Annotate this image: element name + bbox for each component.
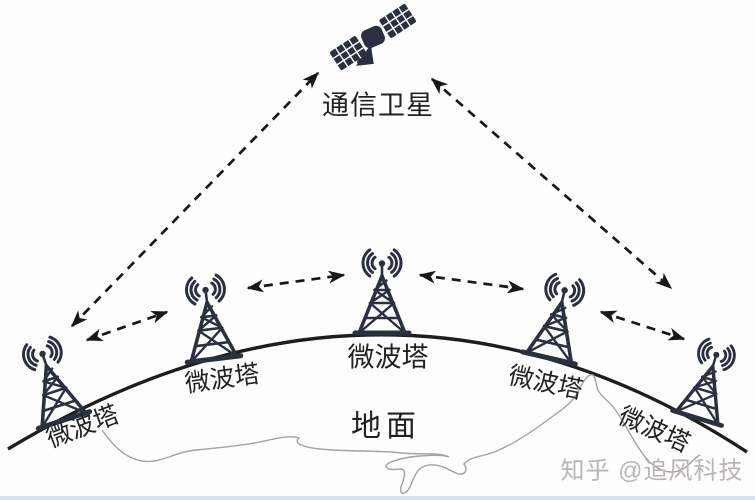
solar-panel-right-icon — [379, 4, 416, 38]
link-tower1-tower2 — [85, 310, 169, 342]
link-tower1-satellite — [70, 71, 320, 328]
link-satellite-tower5 — [430, 77, 673, 290]
tower-label-3: 微波塔 — [347, 342, 429, 373]
microwave-tower-icon-5 — [672, 335, 744, 425]
link-tower3-tower4 — [418, 270, 525, 294]
dish-antenna-icon — [356, 44, 374, 66]
coastline-doodle — [101, 374, 701, 495]
watermark-text: 知乎 @追风科技 — [560, 457, 744, 485]
satellite-label: 通信卫星 — [322, 90, 434, 121]
satellite-body — [361, 25, 385, 49]
link-tower4-tower5 — [599, 310, 686, 341]
microwave-tower-icon-3 — [355, 250, 409, 333]
ground-label: 地面 — [351, 410, 421, 443]
microwave-tower-icon-2 — [177, 273, 241, 362]
microwave-tower-icon-4 — [523, 271, 594, 364]
satellite-icon — [330, 4, 416, 70]
link-tower2-tower3 — [246, 270, 346, 293]
solar-panel-left-icon — [330, 36, 367, 70]
bottom-edge-strip — [0, 496, 755, 500]
